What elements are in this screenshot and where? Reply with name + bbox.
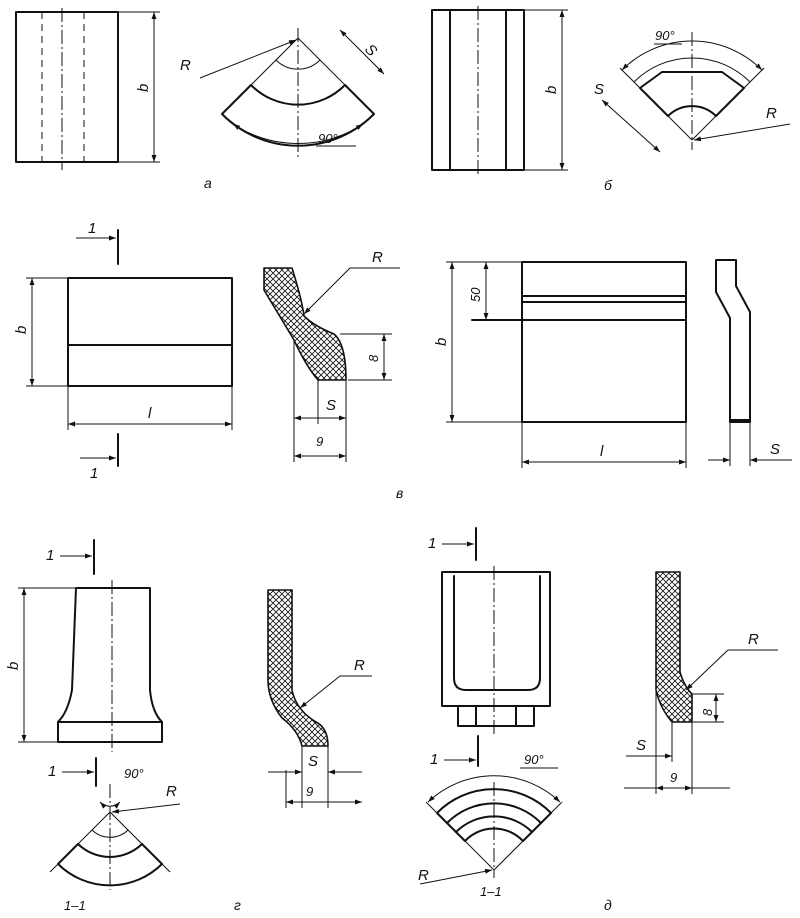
view-d-angle-label: 90°	[524, 752, 544, 767]
view-d-thickness-label: S	[636, 737, 646, 754]
view-v-thickness-label: S	[326, 397, 336, 414]
view-v-left-length-label: l	[148, 405, 152, 422]
view-d-plan-radius-leader	[419, 868, 493, 885]
view-v-right-height-label: b	[433, 338, 450, 346]
view-d-radius-label: R	[748, 631, 759, 648]
view-g-front-outline	[57, 587, 163, 723]
view-d-section-mark-bottom: 1	[430, 751, 438, 768]
view-a-plan-sector	[221, 84, 375, 147]
view-v: 1 1 b l R 8 S 9 b	[13, 220, 792, 501]
view-v-section-mark-bottom: 1	[90, 465, 98, 482]
view-v-dim-50-label: 50	[468, 287, 483, 302]
view-a-front-outline	[15, 11, 119, 163]
view-a-thickness-dimension	[339, 29, 385, 75]
view-g-angle-label: 90°	[124, 766, 144, 781]
view-d: 1 1 90° R 1–1 R 8 S	[418, 527, 778, 913]
view-d-dim-8-label: 8	[700, 708, 715, 716]
view-g-dim-9-label: 9	[306, 784, 313, 799]
view-g-section-mark-bottom: 1	[48, 763, 56, 780]
view-a-thickness-label: S	[361, 41, 380, 60]
view-g-caption: г	[234, 897, 241, 913]
view-b-radius-label: R	[766, 105, 777, 122]
view-b-plan-sector	[639, 71, 745, 117]
view-g-angle-dimension	[99, 801, 121, 809]
view-v-radius-leader	[303, 267, 351, 315]
view-a-radius-label: R	[180, 57, 191, 74]
view-g-section-name: 1–1	[64, 898, 86, 913]
view-v-right-thickness-label: S	[770, 441, 780, 458]
view-d-section-name: 1–1	[480, 884, 502, 899]
view-g-hatched-profile	[267, 589, 329, 747]
view-d-section-mark-top: 1	[428, 535, 436, 552]
view-d-caption: д	[604, 897, 612, 913]
view-b: b 90° S R б	[431, 6, 791, 193]
view-d-hatched-profile	[655, 571, 693, 723]
view-a-angle-label: 90°	[318, 131, 338, 146]
view-d-front-outline	[441, 571, 551, 707]
view-v-right-length-label: l	[600, 443, 604, 460]
view-b-angle-dimension	[621, 40, 763, 71]
view-b-thickness-dimension	[601, 99, 661, 153]
view-b-radius-leader	[693, 123, 791, 142]
view-g: 1 b 1 90° R 1–1 R S 9 г	[5, 539, 372, 913]
view-g-thickness-label: S	[308, 753, 318, 770]
view-a-height-label: b	[135, 84, 152, 92]
view-v-dim-8-label: 8	[366, 354, 381, 362]
view-a-caption: а	[204, 175, 212, 191]
view-v-left-height-label: b	[13, 326, 30, 334]
view-d-radius-leader	[685, 649, 729, 691]
view-g-section-mark-top: 1	[46, 547, 54, 564]
view-v-dim-9-label: 9	[316, 434, 323, 449]
view-d-angle-dimension	[427, 775, 561, 803]
view-a-radius-leader	[199, 39, 297, 79]
view-v-left-front-outline	[67, 277, 233, 387]
view-b-thickness-label: S	[594, 81, 604, 98]
view-b-angle-label: 90°	[655, 28, 675, 43]
view-g-plan-radius-leader	[111, 803, 181, 814]
view-v-caption: в	[396, 485, 403, 501]
view-d-plan-radius-label: R	[418, 867, 429, 884]
view-a-angle-dimension	[232, 123, 364, 145]
view-b-caption: б	[604, 177, 613, 193]
view-d-dim-9-label: 9	[670, 770, 677, 785]
view-g-radius-label: R	[354, 657, 365, 674]
view-v-side-profile	[715, 259, 751, 423]
view-g-height-label: b	[5, 662, 22, 670]
view-g-radius-leader	[299, 675, 341, 709]
view-d-plan-sector	[436, 788, 552, 842]
view-g-plan-sector	[57, 843, 163, 887]
view-a: b 90° R S а	[15, 8, 385, 191]
view-v-section-mark-top: 1	[88, 220, 96, 237]
view-v-hatched-profile	[263, 267, 347, 381]
view-v-right-front-outline	[521, 261, 687, 423]
view-b-height-label: b	[543, 86, 560, 94]
view-g-plan-radius-label: R	[166, 783, 177, 800]
view-v-radius-label: R	[372, 249, 383, 266]
